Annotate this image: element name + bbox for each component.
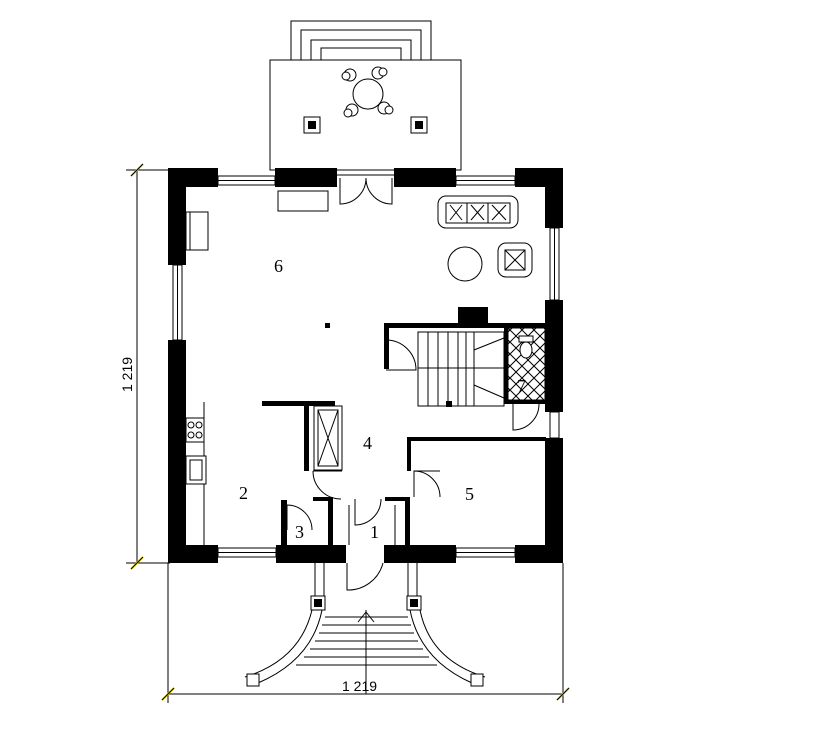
room-label-6: 6: [274, 256, 283, 276]
round-table-icon: [447, 246, 483, 282]
dimension-vertical: 1 219: [119, 357, 135, 392]
windows: [172, 175, 560, 558]
porch-columns: [310, 595, 422, 611]
terrace: [269, 20, 462, 171]
tv-stand-icon: [277, 190, 329, 212]
porch-posts: [246, 673, 484, 687]
interior-walls: [262, 307, 546, 545]
room-label-2: 2: [239, 483, 248, 503]
staircase: [417, 331, 505, 407]
room-label-4: 4: [363, 433, 372, 453]
fireplace: [313, 405, 343, 471]
porch-stairs: [244, 563, 486, 694]
cabinet-icon: [185, 211, 209, 251]
toilet-icon: [518, 335, 534, 359]
room-label-5: 5: [465, 484, 474, 504]
kitchen-counter: [185, 402, 207, 545]
interior-doors: [286, 339, 540, 591]
dining-table-set: [341, 66, 394, 118]
room-label-7: 7: [517, 376, 526, 396]
terrace-columns: [303, 116, 428, 134]
terrace-door: [337, 174, 394, 205]
dimension-ticks-dark: [130, 163, 570, 701]
room-label-1: 1: [370, 522, 379, 542]
armchair-icon: [497, 242, 533, 278]
room-label-3: 3: [295, 522, 304, 542]
dimension-horizontal: 1 219: [342, 678, 377, 694]
exterior-walls: [168, 168, 563, 563]
stair-post: [446, 401, 452, 407]
sofa-icon: [437, 195, 519, 229]
